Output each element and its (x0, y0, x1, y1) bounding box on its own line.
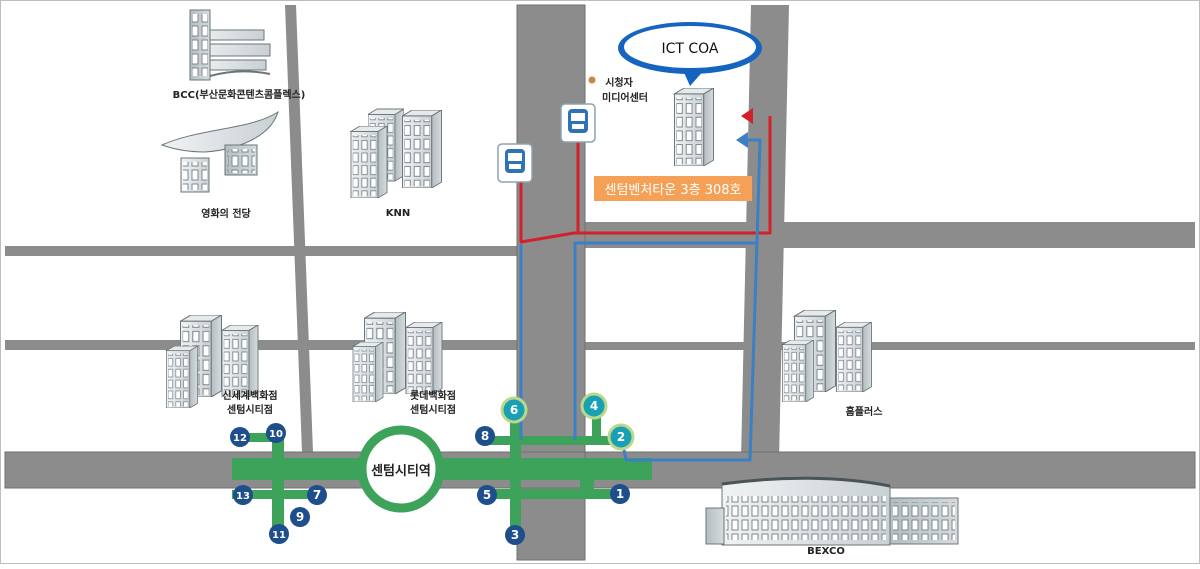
exit-8: 8 (475, 426, 495, 446)
cinema-building-icon (160, 110, 279, 193)
exit-13-label: 13 (236, 491, 250, 502)
exit-9: 9 (290, 507, 310, 527)
route-blue-arrow (736, 132, 748, 148)
exit-4-label: 4 (590, 399, 598, 413)
exit-markers: 12 10 13 7 9 11 8 6 4 2 5 1 3 (230, 392, 635, 545)
label-shinsegae-2: 센텀시티점 (227, 403, 273, 416)
label-shinsegae-1: 신세계백화점 (222, 389, 277, 402)
building-icon (673, 88, 715, 166)
exit-13: 13 (233, 485, 253, 505)
road-edges (4, 4, 1196, 561)
route-red (519, 116, 772, 244)
label-lotte-2: 센텀시티점 (410, 403, 456, 416)
label-knn: KNN (386, 208, 411, 219)
bus-stop-icon (497, 143, 533, 183)
station-label: 센텀시티역 (371, 463, 431, 479)
route-blue-inner (573, 241, 757, 440)
exit-12-label: 12 (233, 433, 247, 444)
exit-12: 12 (230, 427, 250, 447)
label-bcc: BCC(부산문화콘텐츠콤플렉스) (173, 88, 306, 101)
exit-9-label: 9 (296, 510, 304, 524)
subway-concourse (232, 412, 652, 541)
label-cinema: 영화의 전당 (201, 207, 251, 220)
ict-coa-callout: ICT COA (618, 22, 762, 86)
exit-3: 3 (505, 525, 525, 545)
route-blue-right (620, 138, 762, 462)
station-circle: 센텀시티역 (357, 425, 445, 513)
exit-1: 1 (610, 484, 630, 504)
road-v-left (285, 5, 313, 452)
office-label: 센텀벤처타운 3층 308호 (594, 176, 752, 201)
label-media-1: 시청자 (605, 76, 633, 89)
exit-5-label: 5 (483, 488, 491, 502)
exit-6: 6 (500, 396, 528, 424)
exit-8-label: 8 (481, 429, 489, 443)
bcc-building-icon (189, 9, 271, 81)
road-h-mid-left (5, 340, 518, 350)
label-lotte-1: 롯데백화점 (410, 389, 456, 402)
exit-5: 5 (477, 485, 497, 505)
building-icon (781, 310, 872, 402)
building-icon (352, 312, 443, 402)
label-media-2: 미디어센터 (602, 91, 648, 104)
label-bexco: BEXCO (807, 546, 845, 557)
exit-1-label: 1 (616, 487, 624, 501)
landmark-labels: BCC(부산문화콘텐츠콤플렉스) 영화의 전당 KNN 시청자 미디어센터 신세… (173, 76, 883, 557)
exit-11-label: 11 (272, 530, 286, 541)
callout-title: ICT COA (661, 41, 718, 57)
exit-4: 4 (580, 392, 608, 420)
road-h-upper-left (5, 246, 518, 256)
exit-6-label: 6 (510, 403, 518, 417)
exit-2: 2 (607, 423, 635, 451)
office-label-text: 센텀벤처타운 3층 308호 (604, 183, 741, 198)
route-red-arrow (741, 108, 753, 124)
exit-7: 7 (307, 485, 327, 505)
bexco-building-icon (705, 476, 959, 546)
marker-dot-icon (588, 76, 596, 84)
exit-11: 11 (269, 524, 289, 544)
exit-7-label: 7 (313, 488, 321, 502)
exit-10-label: 10 (269, 429, 283, 440)
exit-2-label: 2 (617, 430, 625, 444)
exit-3-label: 3 (511, 528, 519, 542)
road-h-mid-right (585, 342, 1195, 350)
bus-stop-icon (560, 103, 596, 143)
label-homeplus: 홈플러스 (846, 405, 883, 418)
exit-10: 10 (266, 423, 286, 443)
